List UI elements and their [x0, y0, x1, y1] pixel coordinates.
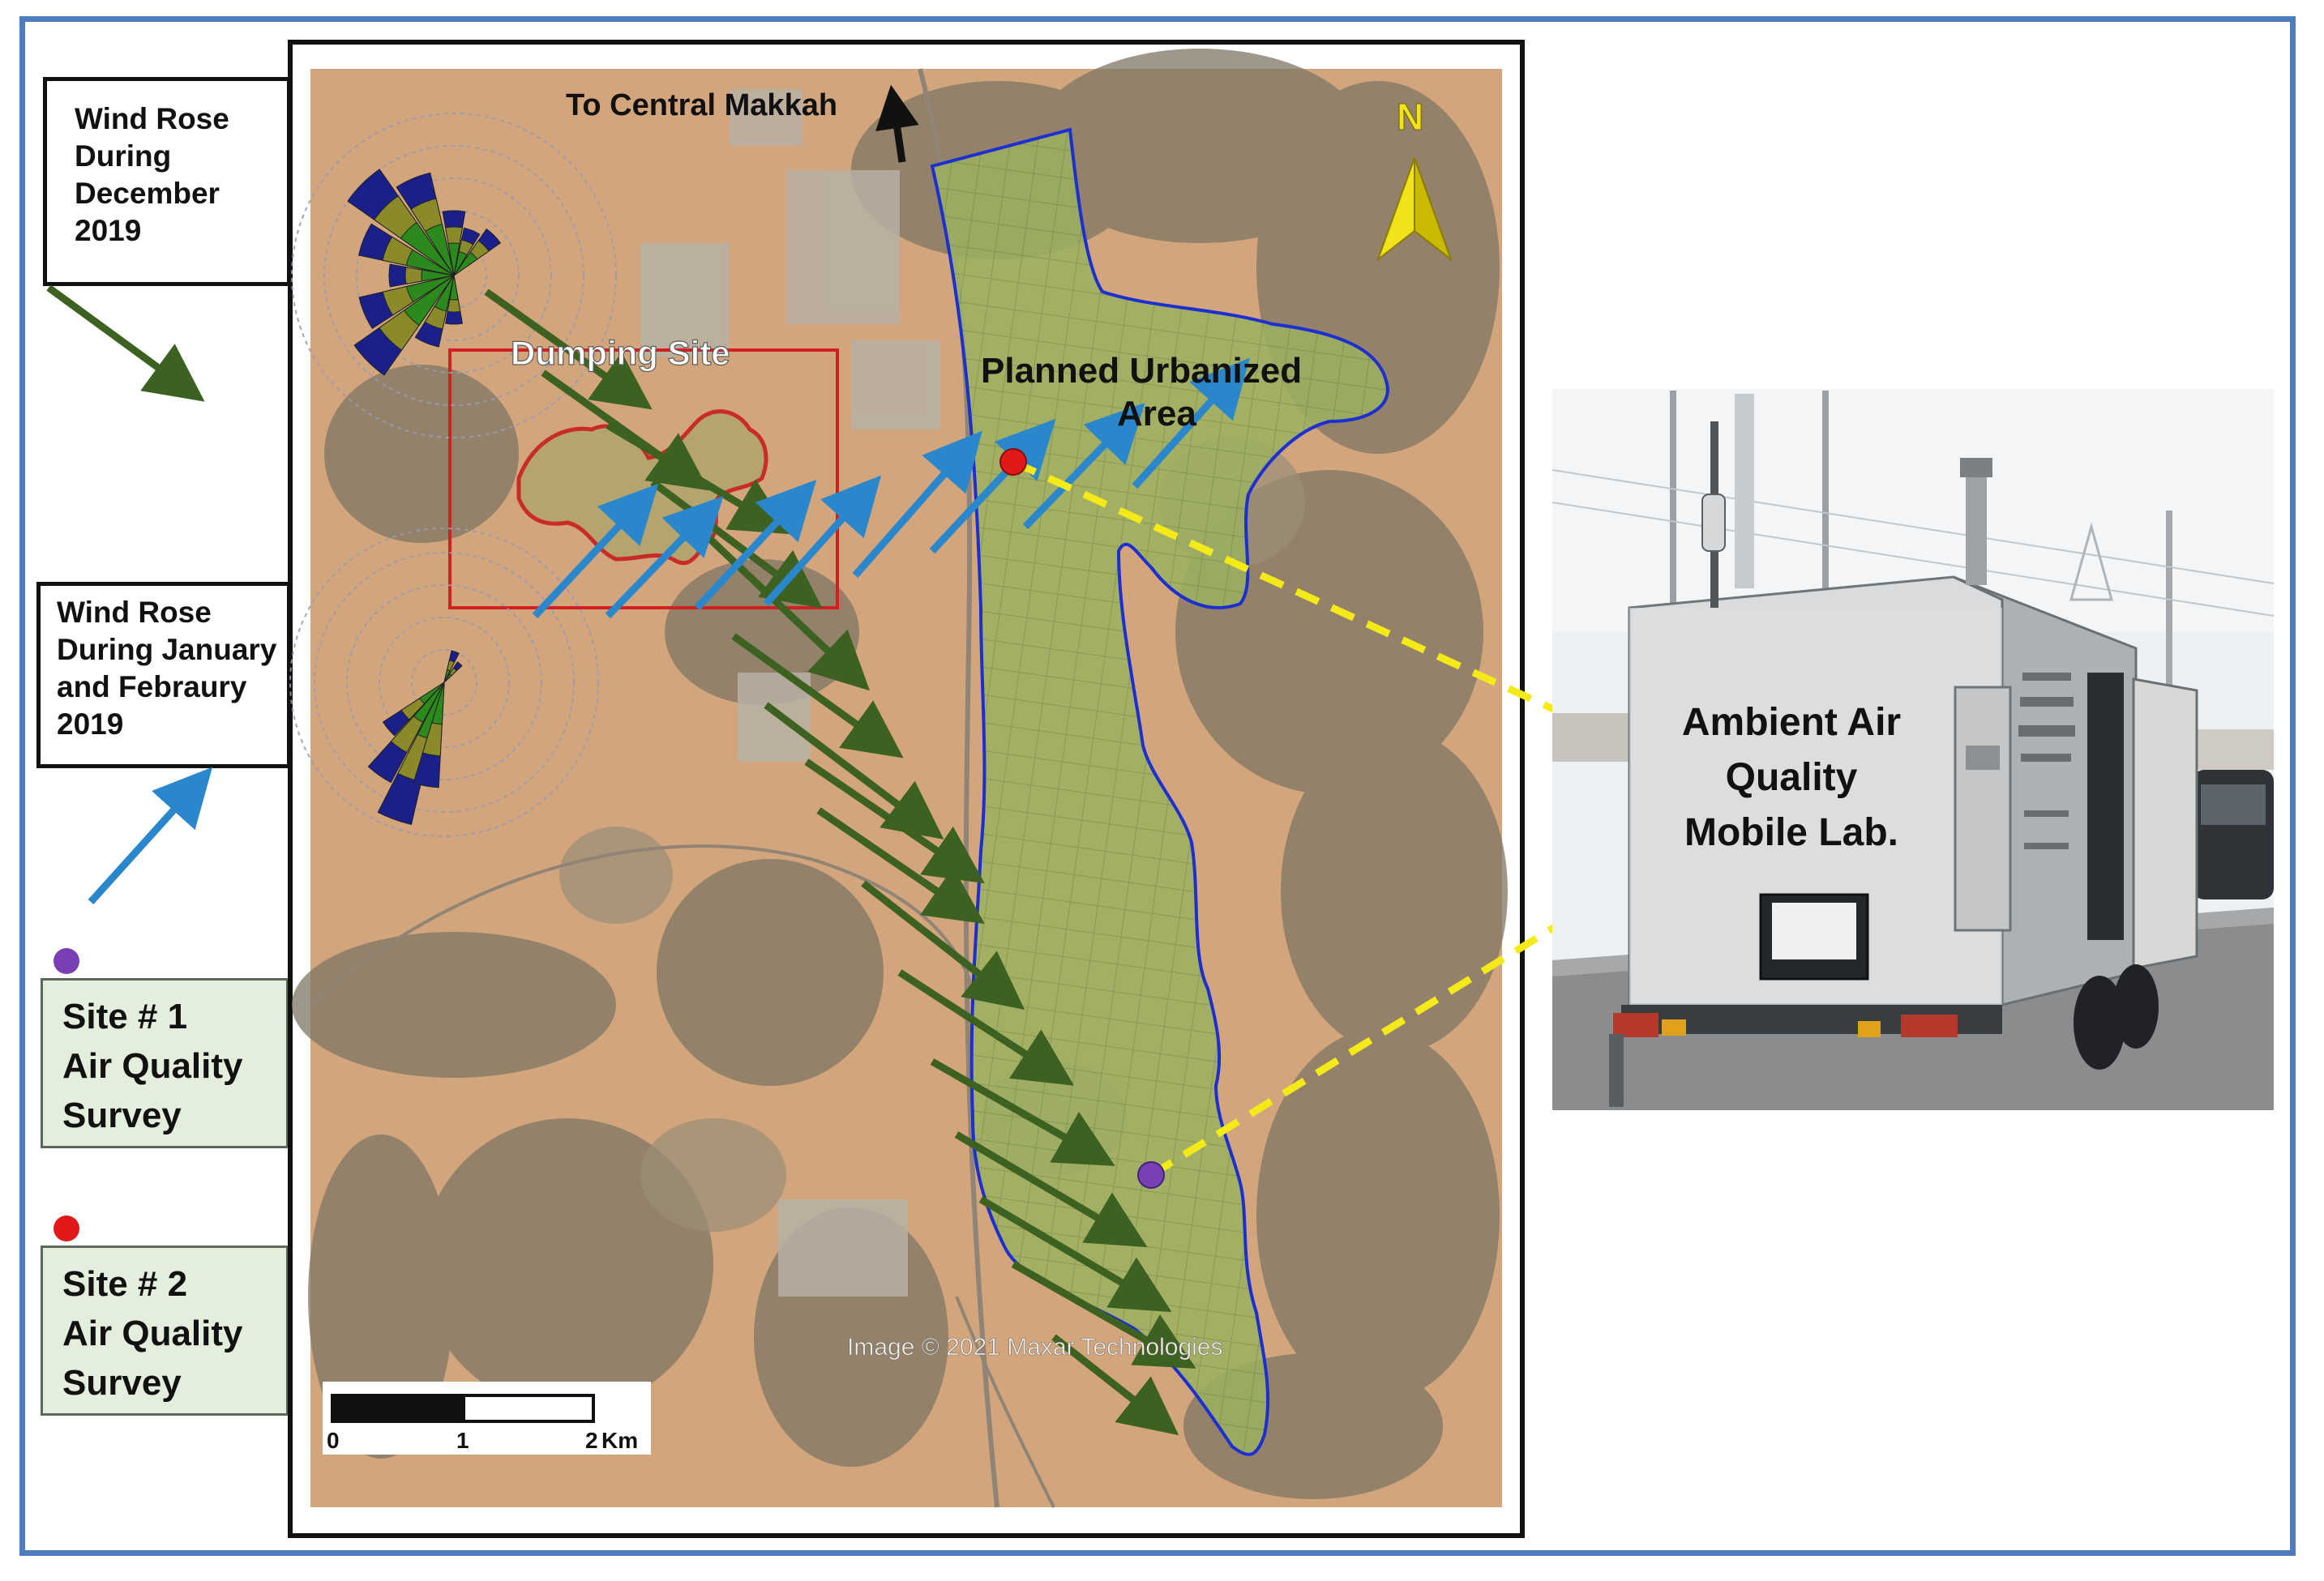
- legend-wind-rose-jan-feb-line2: During January: [57, 633, 277, 666]
- wind-rose-dec-petal: [403, 275, 455, 327]
- legend-wind-dec-arrow: [46, 284, 205, 402]
- scale-bar: [323, 1382, 651, 1455]
- wind-rose-dec-petal: [405, 275, 455, 303]
- wind-rose-jan-petal: [419, 682, 445, 705]
- december-wind-arrow: [954, 1131, 1148, 1248]
- january-wind-arrow: [1132, 357, 1251, 489]
- legend-site1-title: Site # 1: [62, 997, 188, 1036]
- dumping-site-label: Dumping Site: [511, 334, 730, 372]
- mobile-lab-label-line3: Mobile Lab.: [1684, 811, 1898, 854]
- january-wind-arrow: [763, 475, 882, 607]
- legend-site2-line2: Air Quality: [62, 1314, 243, 1353]
- january-wind-arrow: [532, 483, 659, 619]
- north-label: N: [1397, 96, 1423, 138]
- december-wind-arrow: [1051, 1334, 1179, 1436]
- december-wind-arrow: [804, 758, 985, 884]
- wind-rose-december: [291, 113, 617, 438]
- january-wind-arrows: [532, 357, 1251, 619]
- legend-wind-rose-december: Wind Rose During December 2019: [43, 77, 291, 286]
- wind-rose-dec-petal: [434, 275, 455, 312]
- wind-rose-dec-petal: [453, 251, 478, 276]
- january-wind-arrow: [1022, 403, 1145, 530]
- urban-area-label-line1: Planned Urbanized: [981, 351, 1302, 391]
- january-wind-arrow: [929, 418, 1056, 554]
- satellite-map: [289, 49, 1741, 1508]
- scale-tick-0: 0: [327, 1428, 340, 1453]
- site2-marker: [999, 448, 1027, 476]
- wind-rose-jan-petal: [431, 682, 445, 725]
- legend-wind-jan-arrow: [88, 767, 213, 905]
- legend-wind-rose-december-line3: December: [75, 177, 220, 210]
- january-wind-arrow: [605, 496, 724, 619]
- legend-site1: Site # 1 Air Quality Survey: [41, 978, 289, 1148]
- wind-rose-jan-petal: [443, 673, 452, 683]
- legend-wind-rose-december-line4: 2019: [75, 214, 142, 247]
- legend-site1-line2: Air Quality: [62, 1046, 243, 1086]
- legend-wind-rose-jan-feb-line4: 2019: [57, 707, 124, 741]
- december-wind-arrow: [764, 702, 944, 840]
- legend-wind-rose-jan-feb: Wind Rose During January and Febraury 20…: [36, 582, 291, 768]
- mobile-lab-label-line1: Ambient Air: [1681, 701, 1902, 744]
- scale-tick-2: 2: [585, 1428, 598, 1453]
- wind-rose-dec-petal: [400, 221, 455, 276]
- site1-marker: [1137, 1161, 1165, 1189]
- wind-rose-dec-petal: [421, 269, 455, 282]
- legend-wind-rose-jan-feb-line3: and Febraury: [57, 670, 247, 703]
- december-wind-arrow: [694, 523, 871, 691]
- legend-site2-title: Site # 2: [62, 1264, 188, 1304]
- december-wind-arrow: [606, 422, 791, 535]
- legend-site1-line3: Survey: [62, 1096, 182, 1135]
- legend-site1-dot: [53, 948, 79, 974]
- january-wind-arrow: [694, 479, 817, 611]
- december-wind-arrow: [978, 1196, 1172, 1313]
- january-wind-arrow: [852, 430, 982, 578]
- mobile-lab-label-line2: Quality: [1725, 756, 1858, 799]
- december-wind-arrows: [484, 288, 1196, 1436]
- wind-rose-dec-petal: [447, 242, 460, 276]
- wind-rose-dec-petal: [453, 251, 468, 276]
- north-arrow-icon: [1376, 157, 1453, 262]
- legend-wind-rose-december-line2: During: [75, 139, 172, 173]
- mobile-lab-photo: [1551, 389, 2275, 1110]
- scale-tick-1: 1: [456, 1428, 469, 1453]
- legend-wind-rose-jan-feb-line1: Wind Rose: [57, 596, 212, 629]
- wind-rose-dec-petal: [449, 275, 459, 301]
- site2-connector: [1012, 458, 1741, 797]
- wind-rose-dec-petal: [405, 249, 455, 276]
- december-wind-arrow: [484, 288, 653, 410]
- wind-rose-dec-petal: [424, 224, 455, 276]
- to-makkah-arrow: [875, 84, 919, 163]
- urban-area-label-line2: Area: [1117, 394, 1196, 434]
- wind-rose-jan-petal: [443, 669, 451, 683]
- december-wind-arrow: [1011, 1261, 1196, 1369]
- mobile-lab-label: Ambient Air Quality Mobile Lab.: [1637, 695, 1945, 861]
- legend-site2-line3: Survey: [62, 1363, 182, 1403]
- to-makkah-label: To Central Makkah: [566, 88, 837, 122]
- december-wind-arrow: [930, 1058, 1115, 1166]
- december-wind-arrow: [731, 633, 904, 758]
- legend-site2: Site # 2 Air Quality Survey: [41, 1246, 289, 1416]
- december-wind-arrow: [897, 969, 1075, 1086]
- legend-site2-dot: [53, 1216, 79, 1241]
- wind-rose-jan-petal: [413, 682, 445, 724]
- scale-unit: Km: [601, 1428, 638, 1453]
- december-wind-arrow: [816, 807, 985, 925]
- figure-frame: [19, 16, 2296, 1556]
- wind-rose-jan-feb: [289, 528, 599, 837]
- map-credit: Image © 2021 Maxar Technologies: [847, 1334, 1223, 1361]
- december-wind-arrow: [861, 880, 1025, 1011]
- legend-wind-rose-december-line1: Wind Rose: [75, 102, 229, 135]
